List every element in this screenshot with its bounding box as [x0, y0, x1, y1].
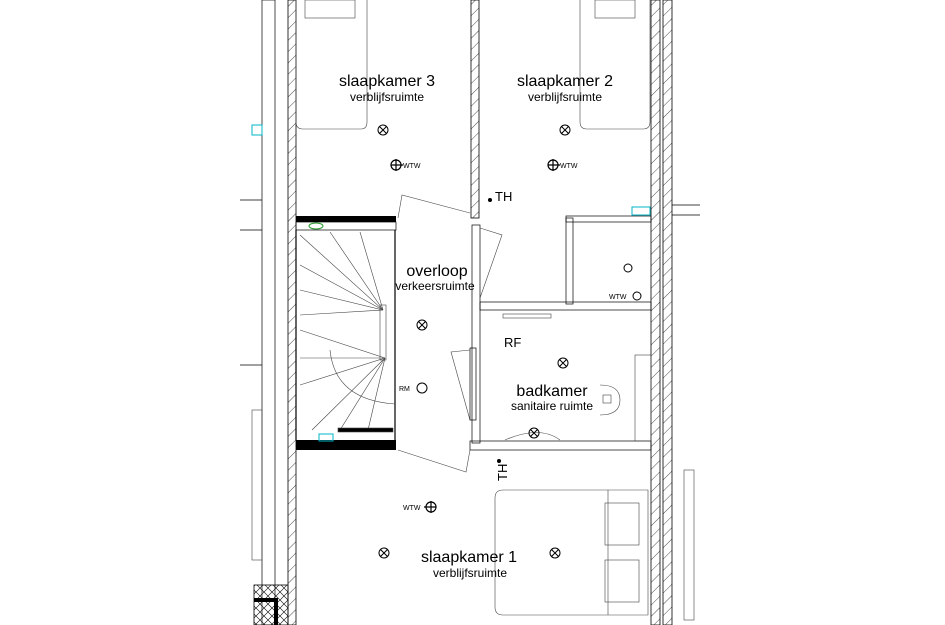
- exterior-walls: [240, 0, 700, 625]
- rf-label: RF: [504, 335, 521, 350]
- wtw-label: WTW: [403, 505, 421, 512]
- smoke-detector-icon: [416, 382, 428, 394]
- room-name-slaapkamer-3: slaapkamer 3: [339, 73, 435, 90]
- light-fixtures: [377, 124, 642, 559]
- room-type-slaapkamer-3: verblijfsruimte: [350, 90, 424, 104]
- room-type-slaapkamer-1: verblijfsruimte: [433, 566, 507, 580]
- room-name-badkamer: badkamer: [516, 383, 588, 400]
- wtw-vent-icons: [390, 159, 560, 513]
- room-type-overloop: verkeersruimte: [395, 279, 475, 293]
- room-labels: slaapkamer 3 verblijfsruimte slaapkamer …: [339, 73, 627, 580]
- beds: [295, 0, 651, 616]
- wtw-label: WTW: [609, 294, 627, 301]
- room-type-badkamer: sanitaire ruimte: [511, 399, 593, 413]
- interior-walls: [295, 0, 652, 451]
- room-name-overloop: overloop: [406, 263, 467, 280]
- room-name-slaapkamer-2: slaapkamer 2: [517, 73, 613, 90]
- wtw-label: WTW: [560, 163, 578, 170]
- room-type-slaapkamer-2: verblijfsruimte: [528, 90, 602, 104]
- rm-label: RM: [399, 386, 410, 393]
- thermostat-label-2: TH: [495, 464, 510, 481]
- thermostat-label: TH: [495, 189, 512, 204]
- staircase: [299, 222, 396, 442]
- bathroom-fixtures: [502, 313, 652, 442]
- room-name-slaapkamer-1: slaapkamer 1: [421, 549, 517, 566]
- doors: [397, 194, 503, 473]
- wtw-label: WTW: [403, 163, 421, 170]
